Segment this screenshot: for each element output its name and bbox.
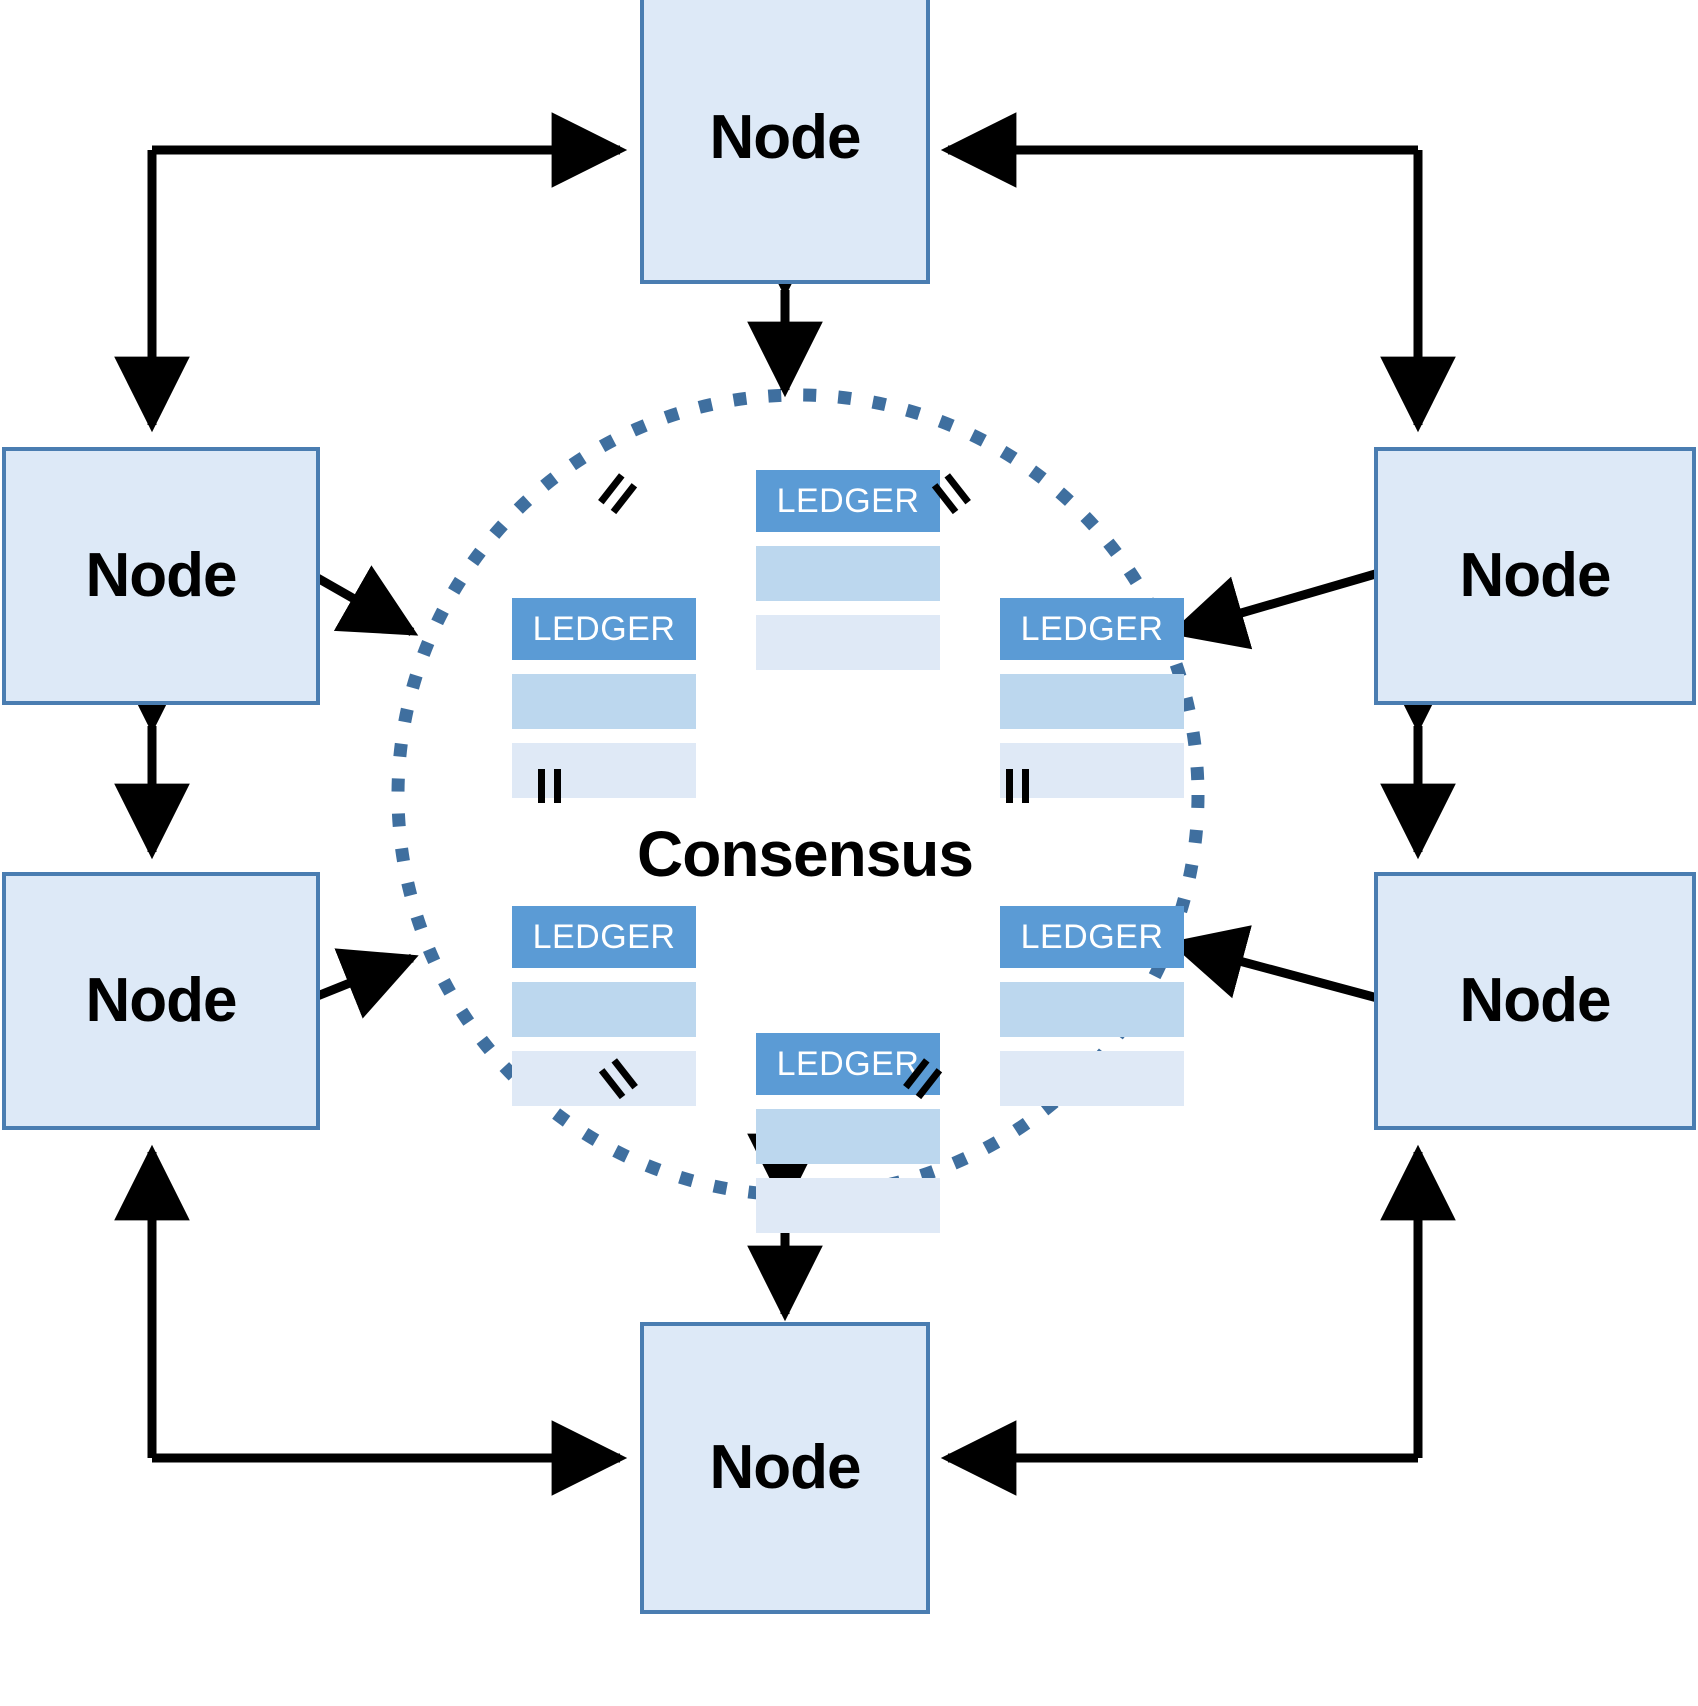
- consensus-circle: [391, 388, 1205, 1202]
- ledger-left-lower[interactable]: LEDGER: [512, 906, 696, 1106]
- ledger-right-upper-row-1: [1000, 674, 1184, 729]
- ledger-left-upper-header: LEDGER: [512, 598, 696, 660]
- ledger-top[interactable]: LEDGER: [756, 470, 940, 670]
- ledger-bottom-row-2: [756, 1178, 940, 1233]
- ledger-top-row-2: [756, 615, 940, 670]
- node-right-lower[interactable]: Node: [1374, 872, 1696, 1130]
- node-left-upper[interactable]: Node: [2, 447, 320, 705]
- node-left-lower-label: Node: [85, 966, 238, 1035]
- ledger-top-row-1: [756, 546, 940, 601]
- ledger-right-lower-header: LEDGER: [1000, 906, 1184, 968]
- ledger-top-header: LEDGER: [756, 470, 940, 532]
- node-bottom-label: Node: [709, 1433, 862, 1502]
- ledger-right-lower[interactable]: LEDGER: [1000, 906, 1184, 1106]
- node-top[interactable]: Node: [640, 0, 930, 284]
- ledger-bottom-row-1: [756, 1109, 940, 1164]
- ledger-right-upper-row-2: [1000, 743, 1184, 798]
- node-left-lower[interactable]: Node: [2, 872, 320, 1130]
- ledger-bottom[interactable]: LEDGER: [756, 1033, 940, 1233]
- ledger-left-upper-row-1: [512, 674, 696, 729]
- arrow-right-upper-to-consensus: [1169, 512, 1473, 650]
- equals-middle-left-icon: [535, 769, 565, 803]
- node-right-lower-label: Node: [1459, 966, 1612, 1035]
- ledger-right-upper-header: LEDGER: [1000, 598, 1184, 660]
- node-right-upper-label: Node: [1459, 541, 1612, 610]
- ledger-right-upper[interactable]: LEDGER: [1000, 598, 1184, 798]
- consensus-label: Consensus: [637, 818, 974, 890]
- ledger-left-upper[interactable]: LEDGER: [512, 598, 696, 798]
- node-left-upper-label: Node: [85, 541, 238, 610]
- ledger-left-lower-header: LEDGER: [512, 906, 696, 968]
- ledger-right-lower-row-2: [1000, 1051, 1184, 1106]
- node-bottom[interactable]: Node: [640, 1322, 930, 1614]
- arrow-right-lower-to-consensus: [1169, 925, 1472, 1058]
- node-right-upper[interactable]: Node: [1374, 447, 1696, 705]
- ledger-right-lower-row-1: [1000, 982, 1184, 1037]
- ledger-left-lower-row-1: [512, 982, 696, 1037]
- equals-middle-right-icon: [1003, 769, 1033, 803]
- node-top-label: Node: [709, 103, 862, 172]
